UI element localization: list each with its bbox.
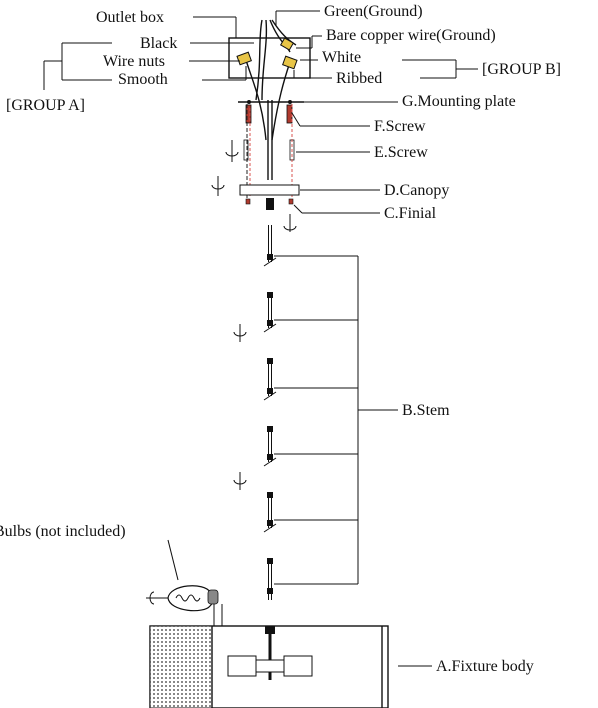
- label-d-canopy: D.Canopy: [384, 182, 449, 199]
- rotate-arrow-icon: [146, 140, 297, 605]
- label-a-fixture: A.Fixture body: [436, 658, 534, 675]
- label-bare-copper: Bare copper wire(Ground): [326, 27, 496, 44]
- label-black: Black: [140, 35, 177, 52]
- wire-nut-top: [279, 37, 295, 51]
- wire-nut-right: [282, 55, 298, 70]
- label-white: White: [322, 49, 361, 66]
- label-group-b: [GROUP B]: [482, 61, 561, 78]
- f-screw: [245, 104, 293, 124]
- label-f-screw: F.Screw: [374, 118, 426, 135]
- label-bulbs: Bulbs (not included): [0, 523, 126, 540]
- stem: [263, 225, 277, 600]
- canopy: [239, 184, 300, 196]
- label-b-stem: B.Stem: [402, 402, 450, 419]
- wire-nut-left: [236, 51, 252, 66]
- label-group-a: [GROUP A]: [6, 97, 85, 114]
- outlet-box: [228, 37, 311, 79]
- fixture-body: [149, 625, 389, 708]
- label-mounting-plate: G.Mounting plate: [402, 93, 516, 110]
- label-green-ground: Green(Ground): [324, 3, 423, 20]
- stem-bracket: [274, 255, 398, 585]
- bulb-icon: [167, 585, 219, 612]
- label-wire-nuts: Wire nuts: [103, 53, 165, 70]
- e-screw: [243, 139, 295, 161]
- label-e-screw: E.Screw: [374, 144, 428, 161]
- label-outlet-box: Outlet box: [96, 9, 164, 26]
- label-ribbed: Ribbed: [336, 70, 382, 87]
- mounting-plate: [238, 100, 304, 104]
- finial: [245, 198, 294, 210]
- label-smooth: Smooth: [118, 71, 168, 88]
- label-c-finial: C.Finial: [384, 205, 437, 222]
